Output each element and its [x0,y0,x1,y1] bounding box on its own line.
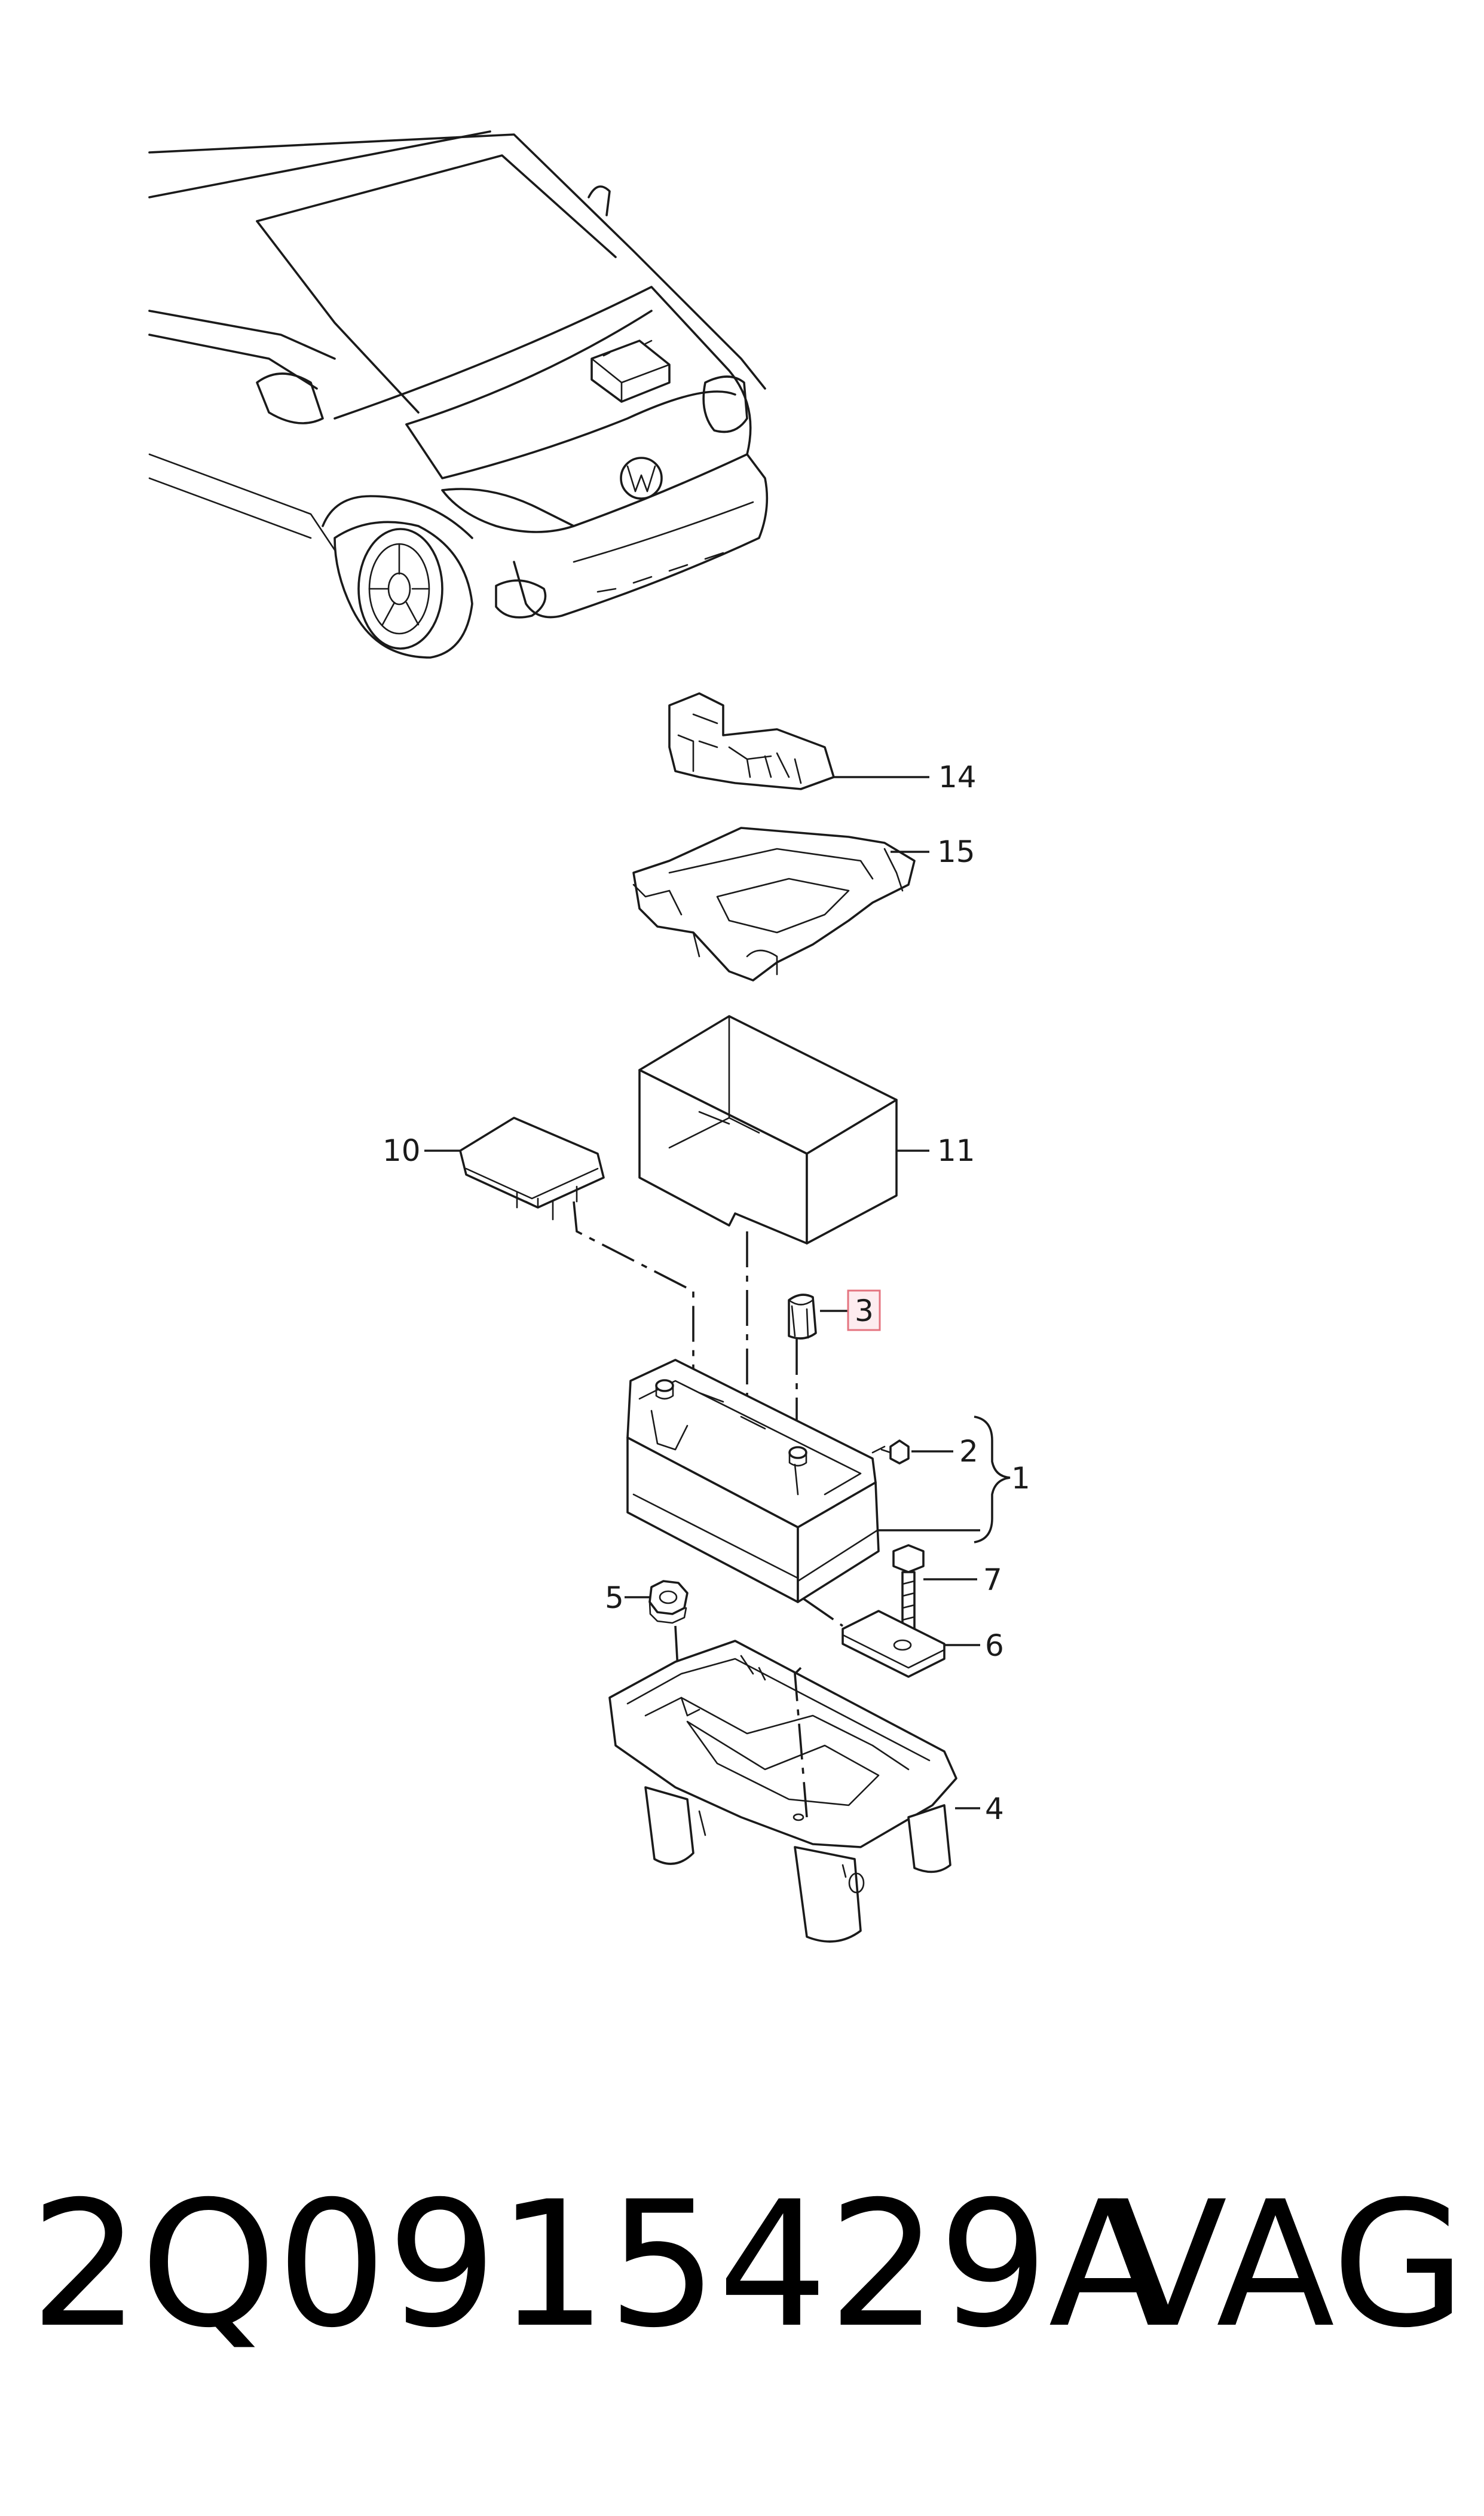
callout-6: 6 [985,1628,1004,1663]
part-4-battery-tray [608,1640,980,1943]
brand-name: VAG [1109,2165,1466,2366]
part-11-insulation-box [638,1015,929,1411]
part-2-screw [880,1439,953,1465]
part-10-terminal-cover [424,1117,694,1393]
callout-4: 4 [985,1792,1004,1826]
callout-3-highlight [847,1289,881,1331]
part-14-fuse-holder [668,692,929,790]
callout-1: 1 [1011,1461,1030,1496]
callout-10: 10 [383,1133,421,1168]
callout-14: 14 [938,760,977,794]
callout-7: 7 [983,1563,1002,1597]
part-15-cover [632,827,929,982]
car-illustration [148,130,769,659]
part-1-battery [626,1359,1011,1603]
part-number: 2Q0915429A [30,2165,1167,2366]
callout-2: 2 [959,1434,978,1469]
callout-15: 15 [937,834,975,869]
callout-labels: 14 15 10 11 3 2 1 7 5 6 4 [383,760,1030,1826]
callout-3: 3 [855,1294,874,1328]
part-3-terminal-clip [788,1294,849,1423]
part-6-clamp-plate [803,1598,980,1678]
caption: 2Q0915429A VAG [0,2146,1484,2385]
callout-11: 11 [937,1133,975,1168]
callout-5: 5 [605,1580,624,1615]
